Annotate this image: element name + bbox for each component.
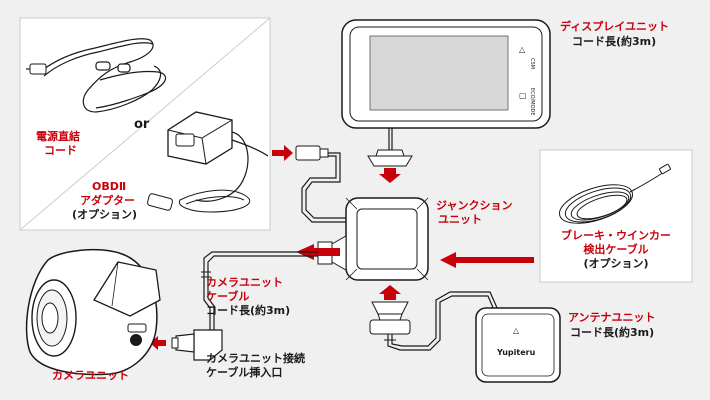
display-connector [367, 149, 413, 167]
camera-port-label-1: カメラユニット接続 [206, 352, 305, 365]
antenna-arrow [379, 285, 401, 300]
obd2-label-1: OBDⅡ [92, 180, 127, 193]
display-screen [369, 35, 509, 111]
obd2-label-2: アダプター [80, 194, 135, 207]
camera-unit-label: カメラユニット [52, 369, 129, 382]
camera-port-label-2: ケーブル挿入口 [206, 366, 283, 379]
camera-unit [25, 249, 161, 376]
brake-cable-label-2: 検出ケーブル [583, 243, 649, 256]
display-unit-cord: コード長(約3m) [572, 35, 657, 48]
display-arrow [379, 168, 401, 183]
warning-icon: △ [519, 45, 526, 54]
obd2-adapter [147, 111, 269, 213]
brake-cable [559, 163, 671, 224]
display-unit-name: ディスプレイユニット [560, 20, 670, 33]
power-cable [305, 152, 346, 219]
brake-cable-option: (オプション) [583, 257, 649, 270]
brake-input-arrow [440, 252, 534, 268]
junction-label-1: ジャンクション [436, 199, 513, 212]
antenna-connector [369, 301, 411, 335]
power-cord-label-1: 電源直結 [36, 130, 80, 143]
camera-cable [203, 251, 318, 330]
antenna-unit-name: アンテナユニット [568, 311, 656, 324]
antenna-unit-cord: コード長(約3m) [570, 326, 655, 339]
display-unit: △ ▢ CSM ECO/MODE [341, 19, 551, 129]
mode-icon: ▢ [519, 91, 527, 100]
junction-label-2: ユニット [438, 213, 482, 226]
power-connector [295, 145, 329, 161]
antenna-unit: △ Yupiteru [475, 307, 561, 383]
camera-cable-cord: コード長(約3m) [206, 304, 291, 317]
obd2-option: (オプション) [72, 208, 138, 221]
power-plug [26, 63, 47, 75]
brand-logo: Yupiteru [496, 348, 536, 357]
display-side-label-1: CSM [529, 58, 535, 69]
power-cord [39, 38, 167, 113]
power-cord-label-2: コード [44, 144, 77, 157]
panel-divider [19, 17, 271, 231]
display-cable [388, 128, 393, 150]
camera-cable-label-2: ケーブル [206, 290, 250, 303]
brake-cable-label-1: ブレーキ・ウインカー [561, 229, 671, 242]
power-input-arrow [272, 145, 293, 161]
camera-cable-label-1: カメラユニット [206, 276, 283, 289]
camera-cable-plug [171, 329, 223, 361]
antenna-mark-icon: △ [513, 326, 520, 335]
display-side-label-2: ECO/MODE [529, 88, 535, 116]
antenna-cable [387, 295, 495, 351]
junction-unit [345, 197, 429, 281]
or-label: or [134, 117, 150, 132]
